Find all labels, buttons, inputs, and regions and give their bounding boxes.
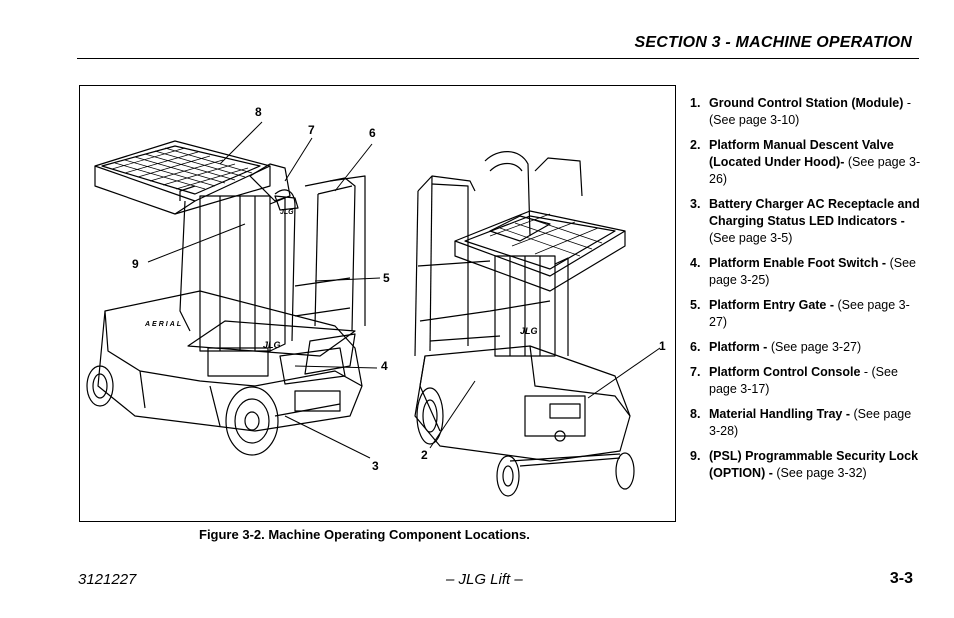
legend-item-name: Platform Entry Gate - (709, 298, 835, 312)
jlg-logo-mark: JLG (280, 209, 294, 216)
legend-item: 7. Platform Control Console - (See page 3… (690, 364, 925, 398)
legend-item-page-ref: (See page 3-25) (709, 256, 916, 287)
legend-item-name: Ground Control Station (Module) (709, 96, 904, 110)
aerial-decal: AERIAL (144, 321, 183, 328)
header-rule (77, 58, 919, 59)
figure-illustration: JLG JLG JLG AERIAL 8 7 6 9 5 4 3 2 (79, 85, 676, 522)
legend-item-number: 7. (690, 365, 701, 379)
legend-item-name: Platform Control Console (709, 365, 861, 379)
legend-item-name: Platform - (709, 340, 768, 354)
callout-7: 7 (308, 123, 315, 137)
legend-item-number: 3. (690, 197, 701, 211)
legend-item: 2. Platform Manual Descent Valve (Located… (690, 137, 925, 188)
component-legend: 1. Ground Control Station (Module) - (See… (690, 95, 925, 490)
legend-item-page-ref: (See page 3-26) (709, 155, 921, 186)
callout-1: 1 (659, 339, 666, 353)
legend-item-page-ref: (See page 3-27) (767, 340, 862, 354)
callout-4: 4 (381, 359, 388, 373)
legend-item-number: 9. (690, 449, 701, 463)
document-number: 3121227 (78, 571, 137, 588)
legend-item: 4. Platform Enable Foot Switch - (See pag… (690, 255, 925, 289)
legend-item-name: Battery Charger AC Receptacle and Chargi… (709, 197, 920, 228)
legend-item: 1. Ground Control Station (Module) - (See… (690, 95, 925, 129)
legend-item-name: (PSL) Programmable Security Lock (OPTION… (709, 449, 919, 480)
legend-item-number: 4. (690, 256, 701, 270)
legend-item-number: 1. (690, 96, 701, 110)
callout-8: 8 (255, 105, 262, 119)
left-machine-view (86, 140, 366, 456)
callout-3: 3 (372, 459, 379, 473)
legend-item-name: Platform Enable Foot Switch - (709, 256, 887, 270)
callout-5: 5 (383, 271, 390, 285)
legend-item-page-ref: (See page 3-28) (709, 407, 912, 438)
legend-item-number: 8. (690, 407, 701, 421)
legend-item-page-ref: (See page 3-27) (709, 298, 910, 329)
page-number: 3-3 (889, 570, 913, 587)
legend-item-page-ref: - (See page 3-17) (709, 365, 898, 396)
legend-item-page-ref: (See page 3-5) (709, 231, 793, 245)
callout-2: 2 (421, 448, 428, 462)
legend-item: 6. Platform - (See page 3-27) (690, 339, 925, 356)
figure-caption: Figure 3-2. Machine Operating Component … (199, 527, 530, 542)
legend-item: 3. Battery Charger AC Receptacle and Char… (690, 196, 925, 247)
legend-item: 9. (PSL) Programmable Security Lock (OPTI… (690, 448, 925, 482)
callout-9: 9 (132, 257, 139, 271)
machine-drawing: JLG JLG JLG AERIAL 8 7 6 9 5 4 3 2 (86, 105, 666, 497)
legend-item-number: 6. (690, 340, 701, 354)
legend-item-page-ref: - (See page 3-10) (709, 96, 912, 127)
jlg-logo-mark: JLG (520, 326, 538, 336)
legend-item: 8. Material Handling Tray - (See page 3-2… (690, 406, 925, 440)
legend-item-name: Material Handling Tray - (709, 407, 851, 421)
callout-6: 6 (369, 126, 376, 140)
legend-item-name: Platform Manual Descent Valve (Located U… (709, 138, 894, 169)
section-title: SECTION 3 - MACHINE OPERATION (634, 34, 912, 51)
footer-brand: – JLG Lift – (446, 571, 523, 588)
right-machine-view (414, 151, 635, 497)
legend-item-page-ref: (See page 3-32) (772, 466, 867, 480)
legend-item-number: 2. (690, 138, 701, 152)
jlg-logo-mark: JLG (263, 340, 281, 350)
legend-item-number: 5. (690, 298, 701, 312)
legend-item: 5. Platform Entry Gate - (See page 3-27) (690, 297, 925, 331)
